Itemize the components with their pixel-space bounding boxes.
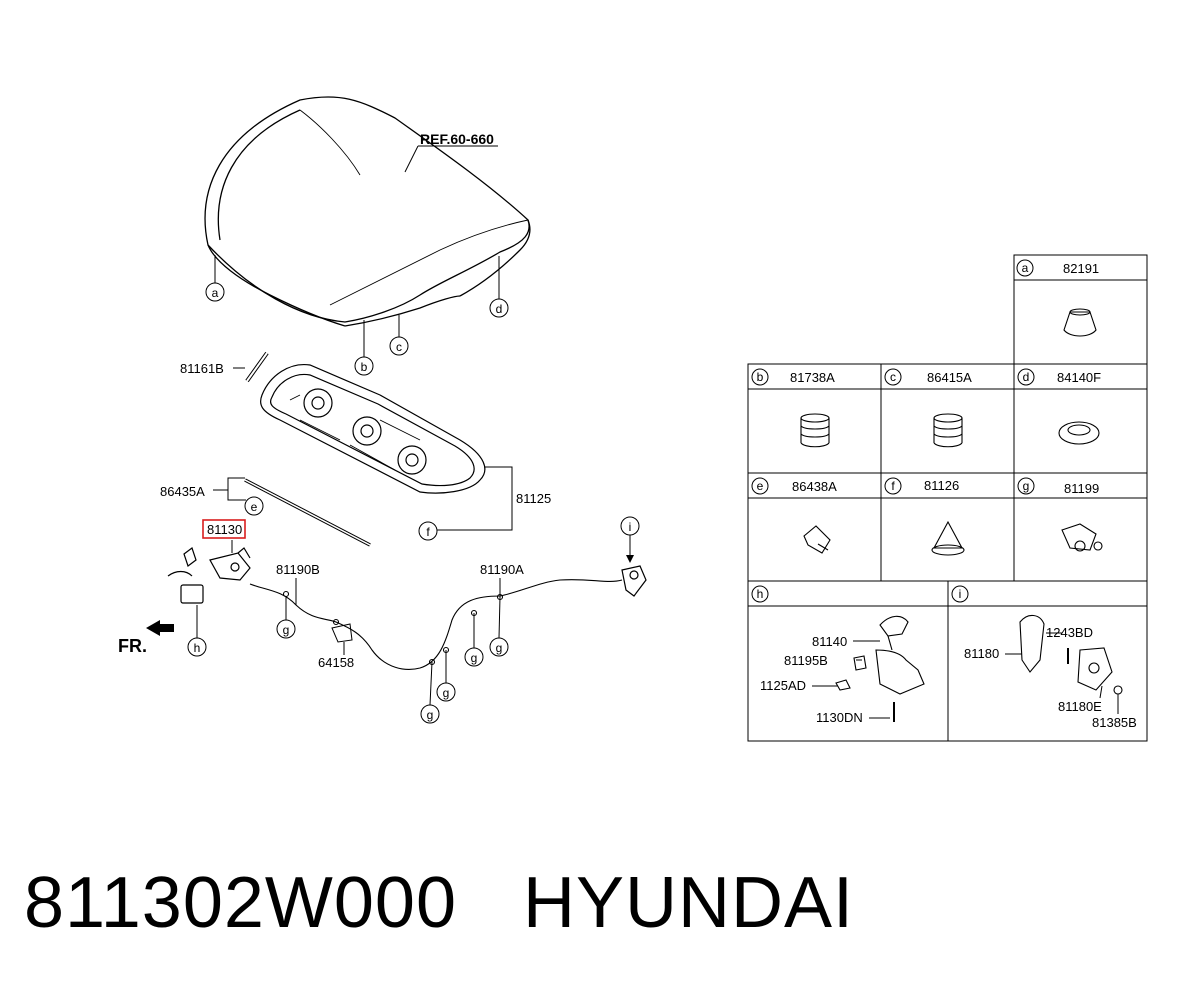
table-key-letters: a b c d e f g h i (757, 261, 1030, 601)
marker-g2 (464, 647, 484, 667)
circle-markers (187, 282, 640, 724)
svg-text:1125AD: 1125AD (760, 678, 806, 693)
svg-text:81180E: 81180E (1058, 699, 1102, 714)
svg-text:81140: 81140 (812, 634, 847, 649)
part-code-d: 84140F (1057, 370, 1101, 385)
latch-highlight-box (202, 519, 246, 539)
marker-i (620, 516, 640, 536)
part-caption: 811302W000 HYUNDAI (24, 858, 854, 948)
insulator-drawing (259, 363, 486, 494)
part-code-b: 81738A (790, 370, 835, 385)
svg-text:81195B: 81195B (784, 653, 828, 668)
table-part-illustrations (800, 308, 1123, 722)
svg-text:c: c (396, 340, 402, 354)
circle-marker-letters: a b c d e f g g g g g h i (194, 286, 632, 722)
svg-text:d: d (496, 302, 503, 316)
marker-g5 (420, 704, 440, 724)
callout-cable-a: 81190A (480, 562, 524, 577)
latch-drawing (167, 540, 251, 604)
marker-c (389, 336, 409, 356)
svg-text:i: i (959, 587, 962, 601)
marker-e (244, 496, 264, 516)
detail-h-labels: 81140 81195B 1125AD 1130DN (760, 634, 863, 725)
ref-label: REF.60-660 (420, 131, 494, 147)
marker-f (418, 521, 438, 541)
ref-callout: REF.60-660 (404, 131, 498, 173)
part-number: 811302W000 (24, 863, 457, 943)
svg-text:c: c (890, 370, 896, 384)
svg-text:g: g (427, 708, 434, 722)
release-cable-drawing (249, 579, 623, 670)
svg-text:81385B: 81385B (1092, 715, 1137, 730)
svg-text:i: i (629, 520, 632, 534)
parts-diagram: REF.60-660 (118, 96, 1148, 742)
callout-latch: 81130 (207, 522, 242, 537)
front-label: FR. (118, 636, 147, 656)
svg-text:h: h (194, 641, 201, 655)
svg-text:e: e (757, 479, 764, 493)
svg-text:a: a (1022, 261, 1029, 275)
callout-weatherstrip: 86435A (160, 484, 205, 499)
marker-b (354, 356, 374, 376)
svg-text:a: a (212, 286, 219, 300)
marker-g4 (436, 682, 456, 702)
weatherstrip-drawing (213, 477, 371, 547)
detail-i-labels: 81180 1243BD 81180E 81385B (964, 625, 1137, 730)
hood-drawing (204, 96, 531, 327)
table-key-circles (751, 259, 1035, 603)
front-direction-arrow: FR. (118, 620, 174, 656)
svg-text:81180: 81180 (964, 646, 999, 661)
hood-strut-drawing (233, 351, 269, 383)
part-code-c: 86415A (927, 370, 972, 385)
callout-labels: 81161B 81125 86435A 81130 81190B 81190A … (160, 361, 551, 670)
svg-text:g: g (283, 623, 290, 637)
svg-text:g: g (471, 651, 478, 665)
parts-table (747, 254, 1148, 742)
svg-text:f: f (891, 479, 895, 493)
marker-g1 (276, 619, 296, 639)
svg-text:1130DN: 1130DN (816, 710, 863, 725)
svg-text:b: b (757, 370, 764, 384)
svg-text:b: b (361, 360, 368, 374)
release-handle-drawing (621, 565, 647, 597)
callout-bracket: 64158 (318, 655, 354, 670)
svg-text:g: g (496, 641, 503, 655)
svg-text:d: d (1023, 370, 1030, 384)
svg-text:1243BD: 1243BD (1046, 625, 1093, 640)
svg-text:e: e (251, 500, 258, 514)
callout-cable-b: 81190B (276, 562, 320, 577)
svg-text:g: g (1023, 479, 1030, 493)
svg-text:f: f (426, 525, 430, 539)
brand-name: HYUNDAI (523, 863, 855, 943)
part-code-g: 81199 (1064, 481, 1099, 496)
callout-insulator: 81125 (516, 491, 551, 506)
callout-hood-strut: 81161B (180, 361, 224, 376)
svg-text:g: g (443, 686, 450, 700)
marker-g3 (489, 637, 509, 657)
marker-h (187, 637, 207, 657)
table-part-codes: 82191 81738A 86415A 84140F 86438A 81126 … (790, 261, 1101, 496)
part-code-e: 86438A (792, 479, 837, 494)
marker-d (489, 298, 509, 318)
marker-a (205, 282, 225, 302)
part-code-a: 82191 (1063, 261, 1099, 276)
svg-text:h: h (757, 587, 764, 601)
part-code-f: 81126 (924, 478, 959, 493)
